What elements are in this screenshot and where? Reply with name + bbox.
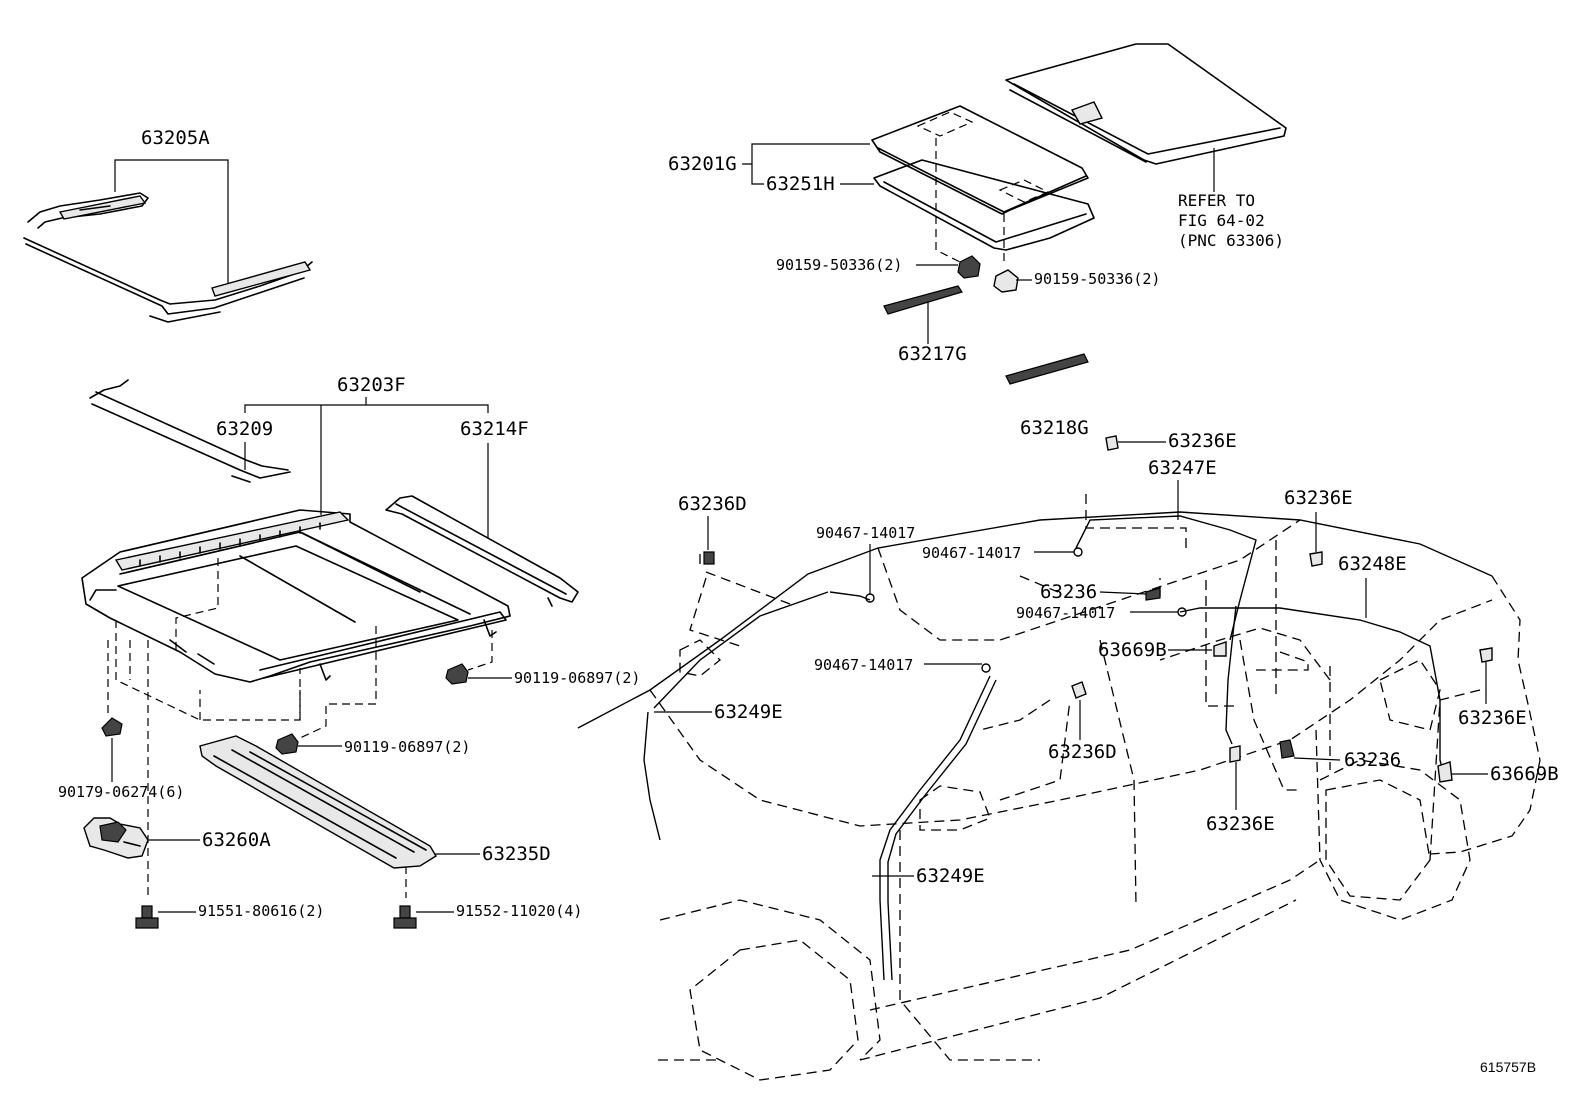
clip-63236e-top [1105,435,1119,451]
drain-hoses [643,515,1445,981]
part-63251h-weatherstrip [873,159,1095,251]
assembly-dash-lines-frame [107,558,493,900]
label-63201g: 63201G [668,153,737,175]
label-63236e-rear: 63236E [1458,707,1527,729]
label-90467-a: 90467-14017 [816,524,915,542]
label-63214f: 63214F [460,418,529,440]
label-63669b-rear: 63669B [1490,763,1559,785]
label-63236-mid: 63236 [1040,581,1097,603]
part-90119-bolt-a: 90119-06897(2) [445,663,640,687]
label-90179: 90179-06274(6) [58,783,184,801]
label-91551: 91551-80616(2) [198,902,324,920]
label-90159-right: 90159-50336(2) [1034,270,1160,288]
car-body-outline [577,494,1541,1081]
label-63236d-top: 63236D [678,493,747,515]
label-90467-c: 90467-14017 [1016,604,1115,622]
callout-63205a: 63205A [114,127,229,284]
label-63251h: 63251H [766,173,835,195]
part-90179-clip: 90179-06274(6) [58,717,184,801]
part-63209-rail [89,379,291,483]
valve-63669b-rear [1437,761,1453,783]
clip-63236-mid [1145,587,1161,601]
label-63236-low: 63236 [1344,749,1401,771]
part-90159-screw-right: 90159-50336(2) [993,269,1160,293]
clip-63236d-mid [1071,681,1087,699]
part-sunshade-reference: REFER TO FIG 64-02 (PNC 63306) [1005,43,1287,250]
label-63236e-top: 63236E [1168,430,1237,452]
label-90159-left: 90159-50336(2) [776,256,902,274]
label-63249e-low: 63249E [916,865,985,887]
label-63217g: 63217G [898,343,967,365]
part-63201g-glass-panel [871,105,1089,215]
clip-63236-low [1279,739,1295,759]
part-63260a-motor: 63260A [83,817,271,859]
label-63247e: 63247E [1148,457,1217,479]
part-63217g-seal: 63217G [883,285,967,365]
label-90467-d: 90467-14017 [814,656,913,674]
clip-63236d-top [703,551,715,565]
hose-clamp-c [865,593,875,603]
part-63218g-seal: 63218G [1005,353,1089,439]
clip-63236e-rear [1479,647,1493,663]
part-63235d-channel: 63235D [199,735,551,869]
label-63236e-right: 63236E [1284,487,1353,509]
part-63203f-housing-frame [81,509,511,683]
label-63669b-mid: 63669B [1098,639,1167,661]
clip-63236e-right [1309,551,1323,567]
clips-on-car [703,435,1493,783]
callout-63201g-63251h: 63201G 63251H [668,138,1005,263]
label-63205a: 63205A [141,127,210,149]
refer-line-1: REFER TO [1178,191,1255,210]
callout-63203f: 63203F 63209 63214F [216,374,529,538]
label-63249e-top: 63249E [714,701,783,723]
label-63236d-mid: 63236D [1048,741,1117,763]
hose-clamp-d [981,663,991,673]
refer-line-3: (PNC 63306) [1178,231,1284,250]
label-90119-b: 90119-06897(2) [344,738,470,756]
hose-clamp-a [1073,547,1083,557]
part-91552-bolt: 91552-11020(4) [393,902,582,929]
label-90467-b: 90467-14017 [922,544,1021,562]
part-90119-bolt-b: 90119-06897(2) [275,733,470,756]
refer-line-2: FIG 64-02 [1178,211,1265,230]
label-91552: 91552-11020(4) [456,902,582,920]
label-63260a: 63260A [202,829,271,851]
figure-id: 615757B [1480,1059,1536,1075]
label-63236e-low: 63236E [1206,813,1275,835]
part-91551-bolt: 91551-80616(2) [135,902,324,929]
callouts-car: 63236D 63236E 63247E 63236E 63248E 90467… [654,430,1559,887]
part-90159-screw-left: 90159-50336(2) [776,255,981,279]
valve-63669b-mid [1213,641,1227,657]
part-63214f-rear-rail [385,495,579,607]
part-63205a-cable-assembly [23,192,313,323]
clip-63236e-low [1229,745,1241,763]
label-63248e: 63248E [1338,553,1407,575]
label-63209: 63209 [216,418,273,440]
label-90119-a: 90119-06897(2) [514,669,640,687]
label-63235d: 63235D [482,843,551,865]
label-63218g: 63218G [1020,417,1089,439]
label-63203f: 63203F [337,374,406,396]
